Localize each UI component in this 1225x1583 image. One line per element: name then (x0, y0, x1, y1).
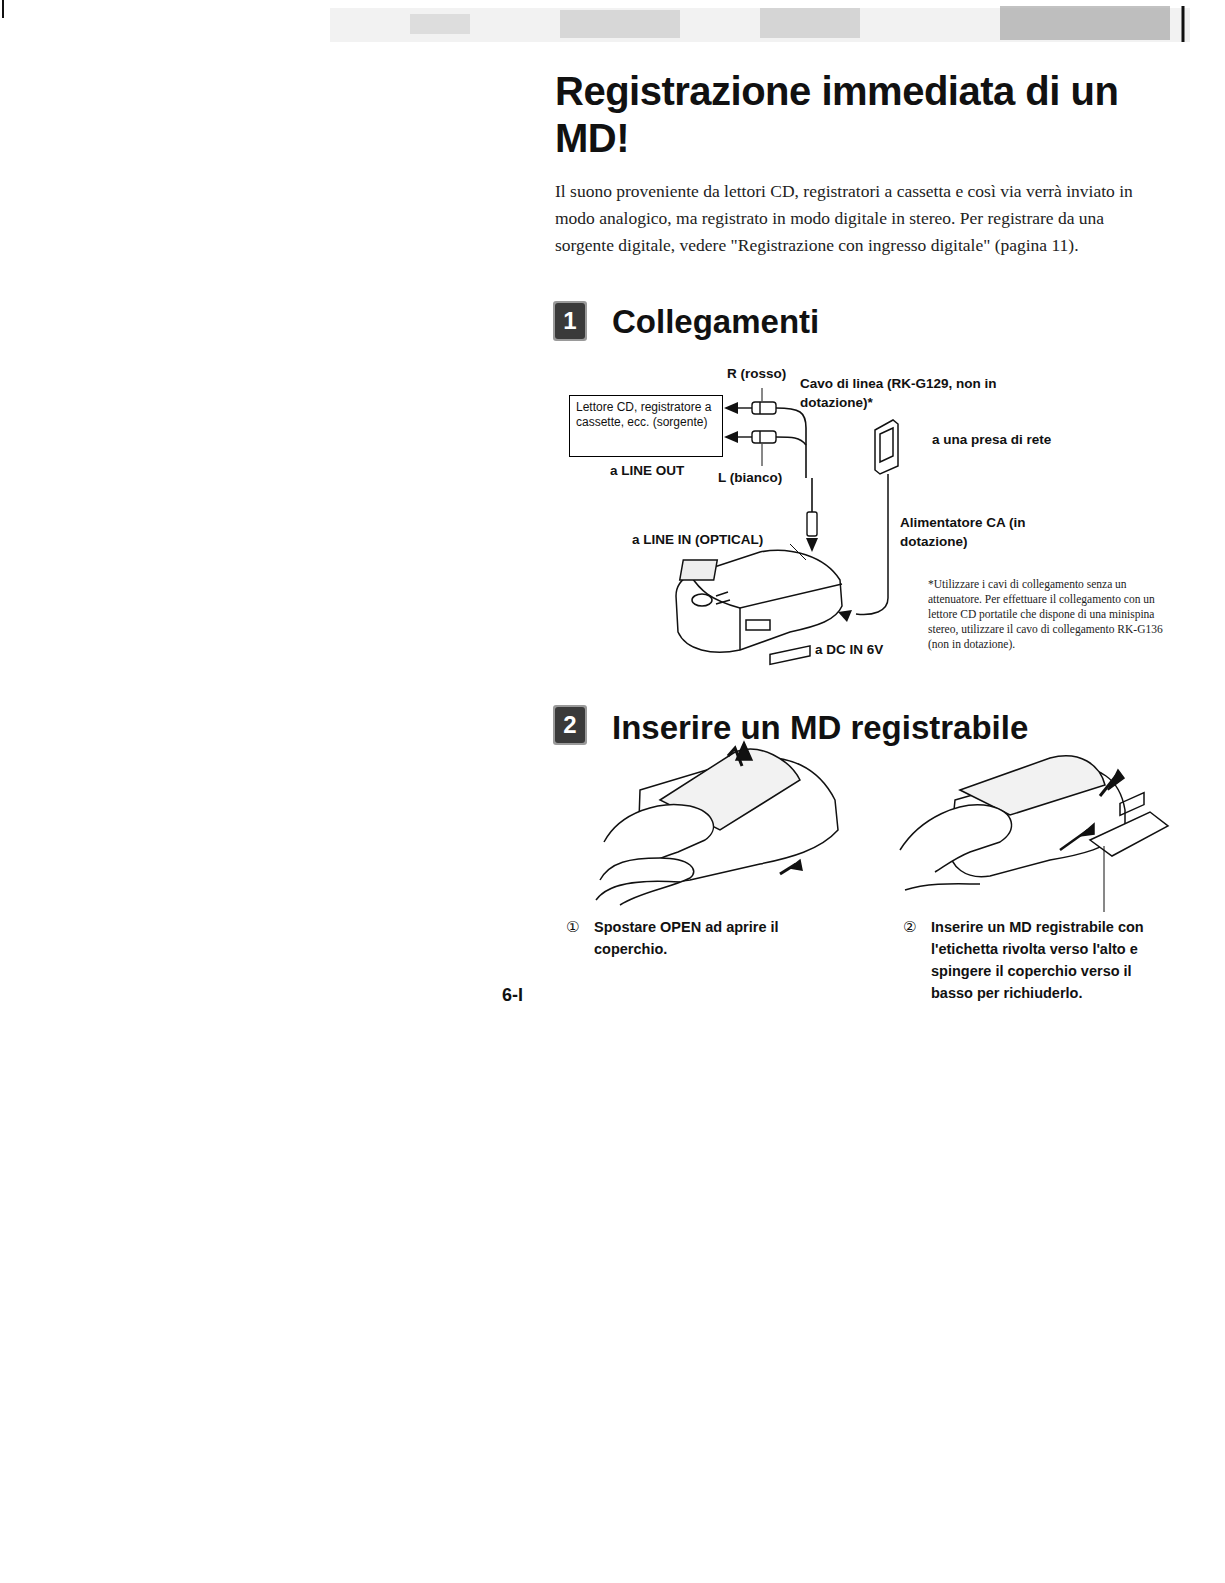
step-number: ② (903, 916, 927, 938)
jack-label: a DC IN 6V (815, 640, 910, 659)
insert-md-illustration (900, 756, 1168, 912)
md-recorder (676, 550, 842, 652)
step-number: ① (566, 916, 590, 938)
open-lid-illustration (596, 646, 838, 905)
badge-shadow (553, 301, 587, 745)
intro-paragraph: Il suono proveniente da lettori CD, regi… (555, 178, 1165, 259)
rca-plugs (738, 388, 776, 466)
mini-plug (807, 512, 817, 536)
leader-line (790, 544, 806, 560)
step-text: Spostare OPEN ad aprire il coperchio. (594, 916, 814, 960)
section-heading: Collegamenti (612, 302, 932, 342)
step-text: Inserire un MD registrabile con l'etiche… (931, 916, 1171, 1004)
ac-adapter (856, 420, 898, 614)
jack-label: a LINE IN (OPTICAL) (632, 530, 797, 549)
node-text: Lettore CD, registratore a cassette, ecc… (576, 400, 716, 430)
line-cable (776, 408, 812, 512)
step-badge: 1 (555, 303, 585, 339)
jack-label: a LINE OUT (610, 461, 710, 480)
plug-label: a una presa di rete (932, 430, 1112, 449)
wire-label: L (bianco) (718, 468, 808, 487)
source-box: Lettore CD, registratore a cassette, ecc… (569, 395, 723, 457)
page-title: Registrazione immediata di un MD! (555, 68, 1180, 162)
step-badge: 2 (555, 707, 585, 743)
page-number: 6-I (502, 984, 562, 1006)
adapter-label: Alimentatore CA (in dotazione) (900, 513, 1035, 551)
header-band (3, 0, 1190, 42)
cable-label: Cavo di linea (RK-G129, non in dotazione… (800, 374, 1015, 412)
footnote: *Utilizzare i cavi di collegamento senza… (928, 577, 1174, 652)
section-heading: Inserire un MD registrabile (612, 708, 1092, 748)
